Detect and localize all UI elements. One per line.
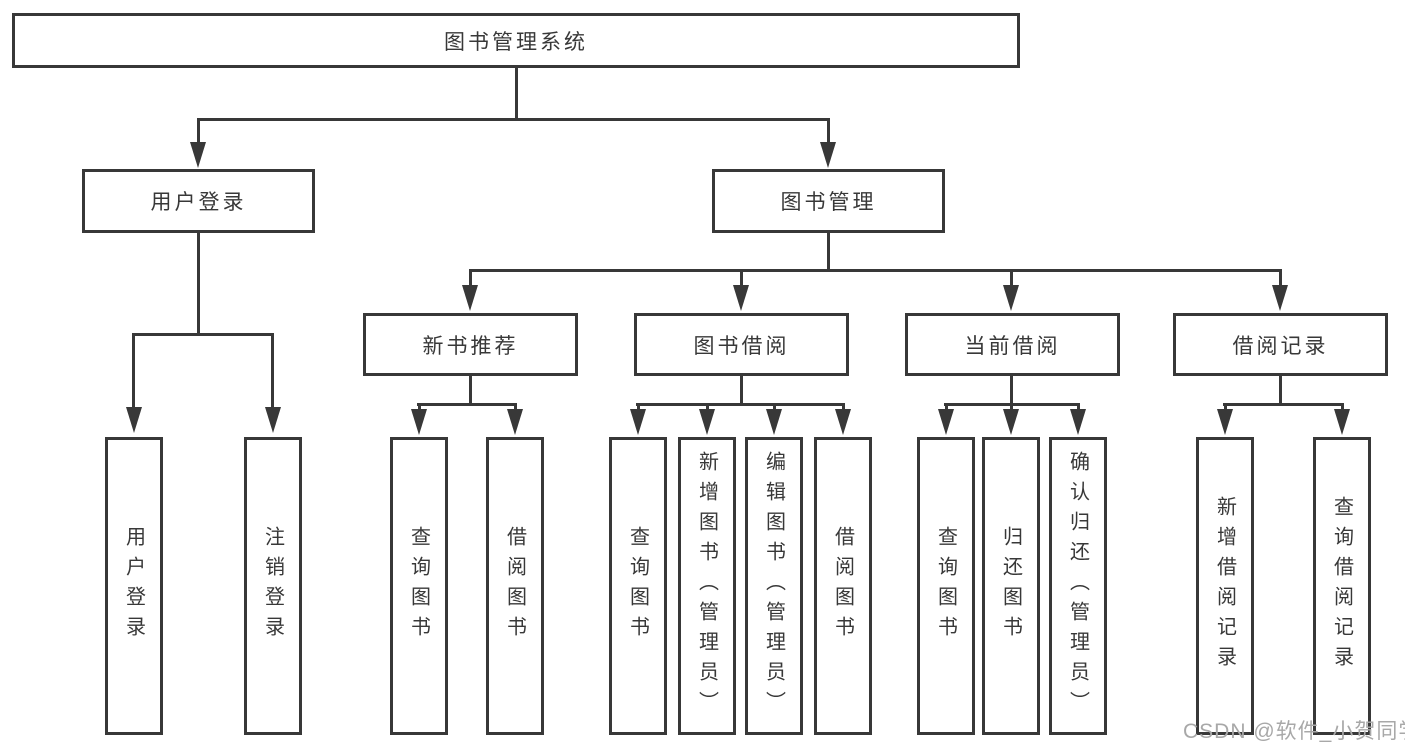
node-book-borrowing-label: 图书借阅 (693, 334, 790, 358)
edge-root-to-user-login (197, 118, 200, 144)
leaf-cb-confirm-return-admin: 确认归还（管理员） (1049, 437, 1107, 735)
edge-to-bb-edit-books (773, 403, 776, 411)
edge-to-nb-query-books (418, 403, 421, 411)
leaf-user-login-label: 用户登录 (122, 526, 145, 646)
node-current-borrowing: 当前借阅 (905, 313, 1120, 376)
edge-to-current-borrowing (1010, 269, 1013, 287)
node-book-management-label: 图书管理 (780, 191, 877, 214)
edge-to-br-add-record (1224, 403, 1227, 411)
leaf-br-query-record-label: 查询借阅记录 (1330, 496, 1353, 676)
node-root: 图书管理系统 (12, 13, 1020, 68)
leaf-cb-query-books: 查询图书 (917, 437, 975, 735)
edge-book-management-stem (827, 233, 830, 272)
edge-to-nb-borrow-books (514, 403, 517, 411)
leaf-br-add-record: 新增借阅记录 (1196, 437, 1254, 735)
node-new-book-recommend: 新书推荐 (363, 313, 578, 376)
edge-root-branch (197, 118, 830, 121)
leaf-cb-return-books: 归还图书 (982, 437, 1040, 735)
leaf-bb-edit-books-admin-label: 编辑图书（管理员） (762, 451, 785, 721)
leaf-nb-query-books-label: 查询图书 (407, 526, 430, 646)
arrow-down-icon (507, 409, 523, 435)
leaf-user-login: 用户登录 (105, 437, 163, 735)
edge-new-book-recommend-branch (417, 403, 517, 406)
arrow-down-icon (938, 409, 954, 435)
edge-root-to-book-management (827, 118, 830, 144)
edge-to-borrow-records (1279, 269, 1282, 287)
node-root-label: 图书管理系统 (444, 30, 588, 54)
arrow-down-icon (462, 285, 478, 311)
arrow-down-icon (1003, 285, 1019, 311)
leaf-br-add-record-label: 新增借阅记录 (1213, 496, 1236, 676)
edge-level2-branch (469, 269, 1282, 272)
arrow-down-icon (820, 142, 836, 168)
arrow-down-icon (766, 409, 782, 435)
arrow-down-icon (1070, 409, 1086, 435)
edge-new-book-recommend-stem (469, 376, 472, 406)
arrow-down-icon (630, 409, 646, 435)
node-borrow-records-label: 借阅记录 (1232, 334, 1329, 358)
leaf-bb-query-books-label: 查询图书 (626, 526, 649, 646)
arrow-down-icon (699, 409, 715, 435)
arrow-down-icon (126, 407, 142, 433)
edge-root-stem (515, 68, 518, 121)
leaf-bb-borrow-books: 借阅图书 (814, 437, 872, 735)
arrow-down-icon (835, 409, 851, 435)
edge-current-borrowing-stem (1010, 376, 1013, 406)
arrow-down-icon (733, 285, 749, 311)
arrow-down-icon (411, 409, 427, 435)
leaf-logout: 注销登录 (244, 437, 302, 735)
edge-to-new-book-recommend (469, 269, 472, 287)
edge-to-cb-query-books (945, 403, 948, 411)
edge-to-leaf-logout (271, 333, 274, 409)
edge-to-br-query-record (1341, 403, 1344, 411)
edge-to-cb-return-books (1010, 403, 1013, 411)
edge-book-borrowing-stem (740, 376, 743, 406)
arrow-down-icon (1217, 409, 1233, 435)
arrow-down-icon (190, 142, 206, 168)
node-borrow-records: 借阅记录 (1173, 313, 1388, 376)
edge-book-borrowing-branch (636, 403, 844, 406)
node-user-login: 用户登录 (82, 169, 315, 233)
arrow-down-icon (1334, 409, 1350, 435)
leaf-nb-borrow-books-label: 借阅图书 (503, 526, 526, 646)
edge-to-book-borrowing (740, 269, 743, 287)
leaf-cb-return-books-label: 归还图书 (999, 526, 1022, 646)
edge-user-login-branch (132, 333, 274, 336)
edge-to-bb-borrow-books (842, 403, 845, 411)
leaf-bb-edit-books-admin: 编辑图书（管理员） (745, 437, 803, 735)
node-new-book-recommend-label: 新书推荐 (422, 334, 519, 358)
edge-to-bb-query-books (637, 403, 640, 411)
leaf-cb-query-books-label: 查询图书 (934, 526, 957, 646)
leaf-bb-add-books-admin-label: 新增图书（管理员） (695, 451, 718, 721)
leaf-cb-confirm-return-admin-label: 确认归还（管理员） (1066, 451, 1089, 721)
edge-to-leaf-user-login (132, 333, 135, 409)
leaf-bb-add-books-admin: 新增图书（管理员） (678, 437, 736, 735)
leaf-br-query-record: 查询借阅记录 (1313, 437, 1371, 735)
edge-user-login-stem (197, 233, 200, 336)
arrow-down-icon (1003, 409, 1019, 435)
leaf-nb-query-books: 查询图书 (390, 437, 448, 735)
leaf-bb-borrow-books-label: 借阅图书 (831, 526, 854, 646)
edge-to-bb-add-books (706, 403, 709, 411)
node-book-borrowing: 图书借阅 (634, 313, 849, 376)
edge-to-cb-confirm-return (1077, 403, 1080, 411)
csdn-watermark: CSDN @软件_小贺同学 (1183, 720, 1405, 743)
edge-borrow-records-branch (1223, 403, 1344, 406)
leaf-bb-query-books: 查询图书 (609, 437, 667, 735)
leaf-nb-borrow-books: 借阅图书 (486, 437, 544, 735)
edge-borrow-records-stem (1279, 376, 1282, 406)
arrow-down-icon (1272, 285, 1288, 311)
node-book-management: 图书管理 (712, 169, 945, 233)
arrow-down-icon (265, 407, 281, 433)
leaf-logout-label: 注销登录 (261, 526, 284, 646)
node-current-borrowing-label: 当前借阅 (964, 334, 1061, 358)
node-user-login-label: 用户登录 (150, 191, 247, 214)
